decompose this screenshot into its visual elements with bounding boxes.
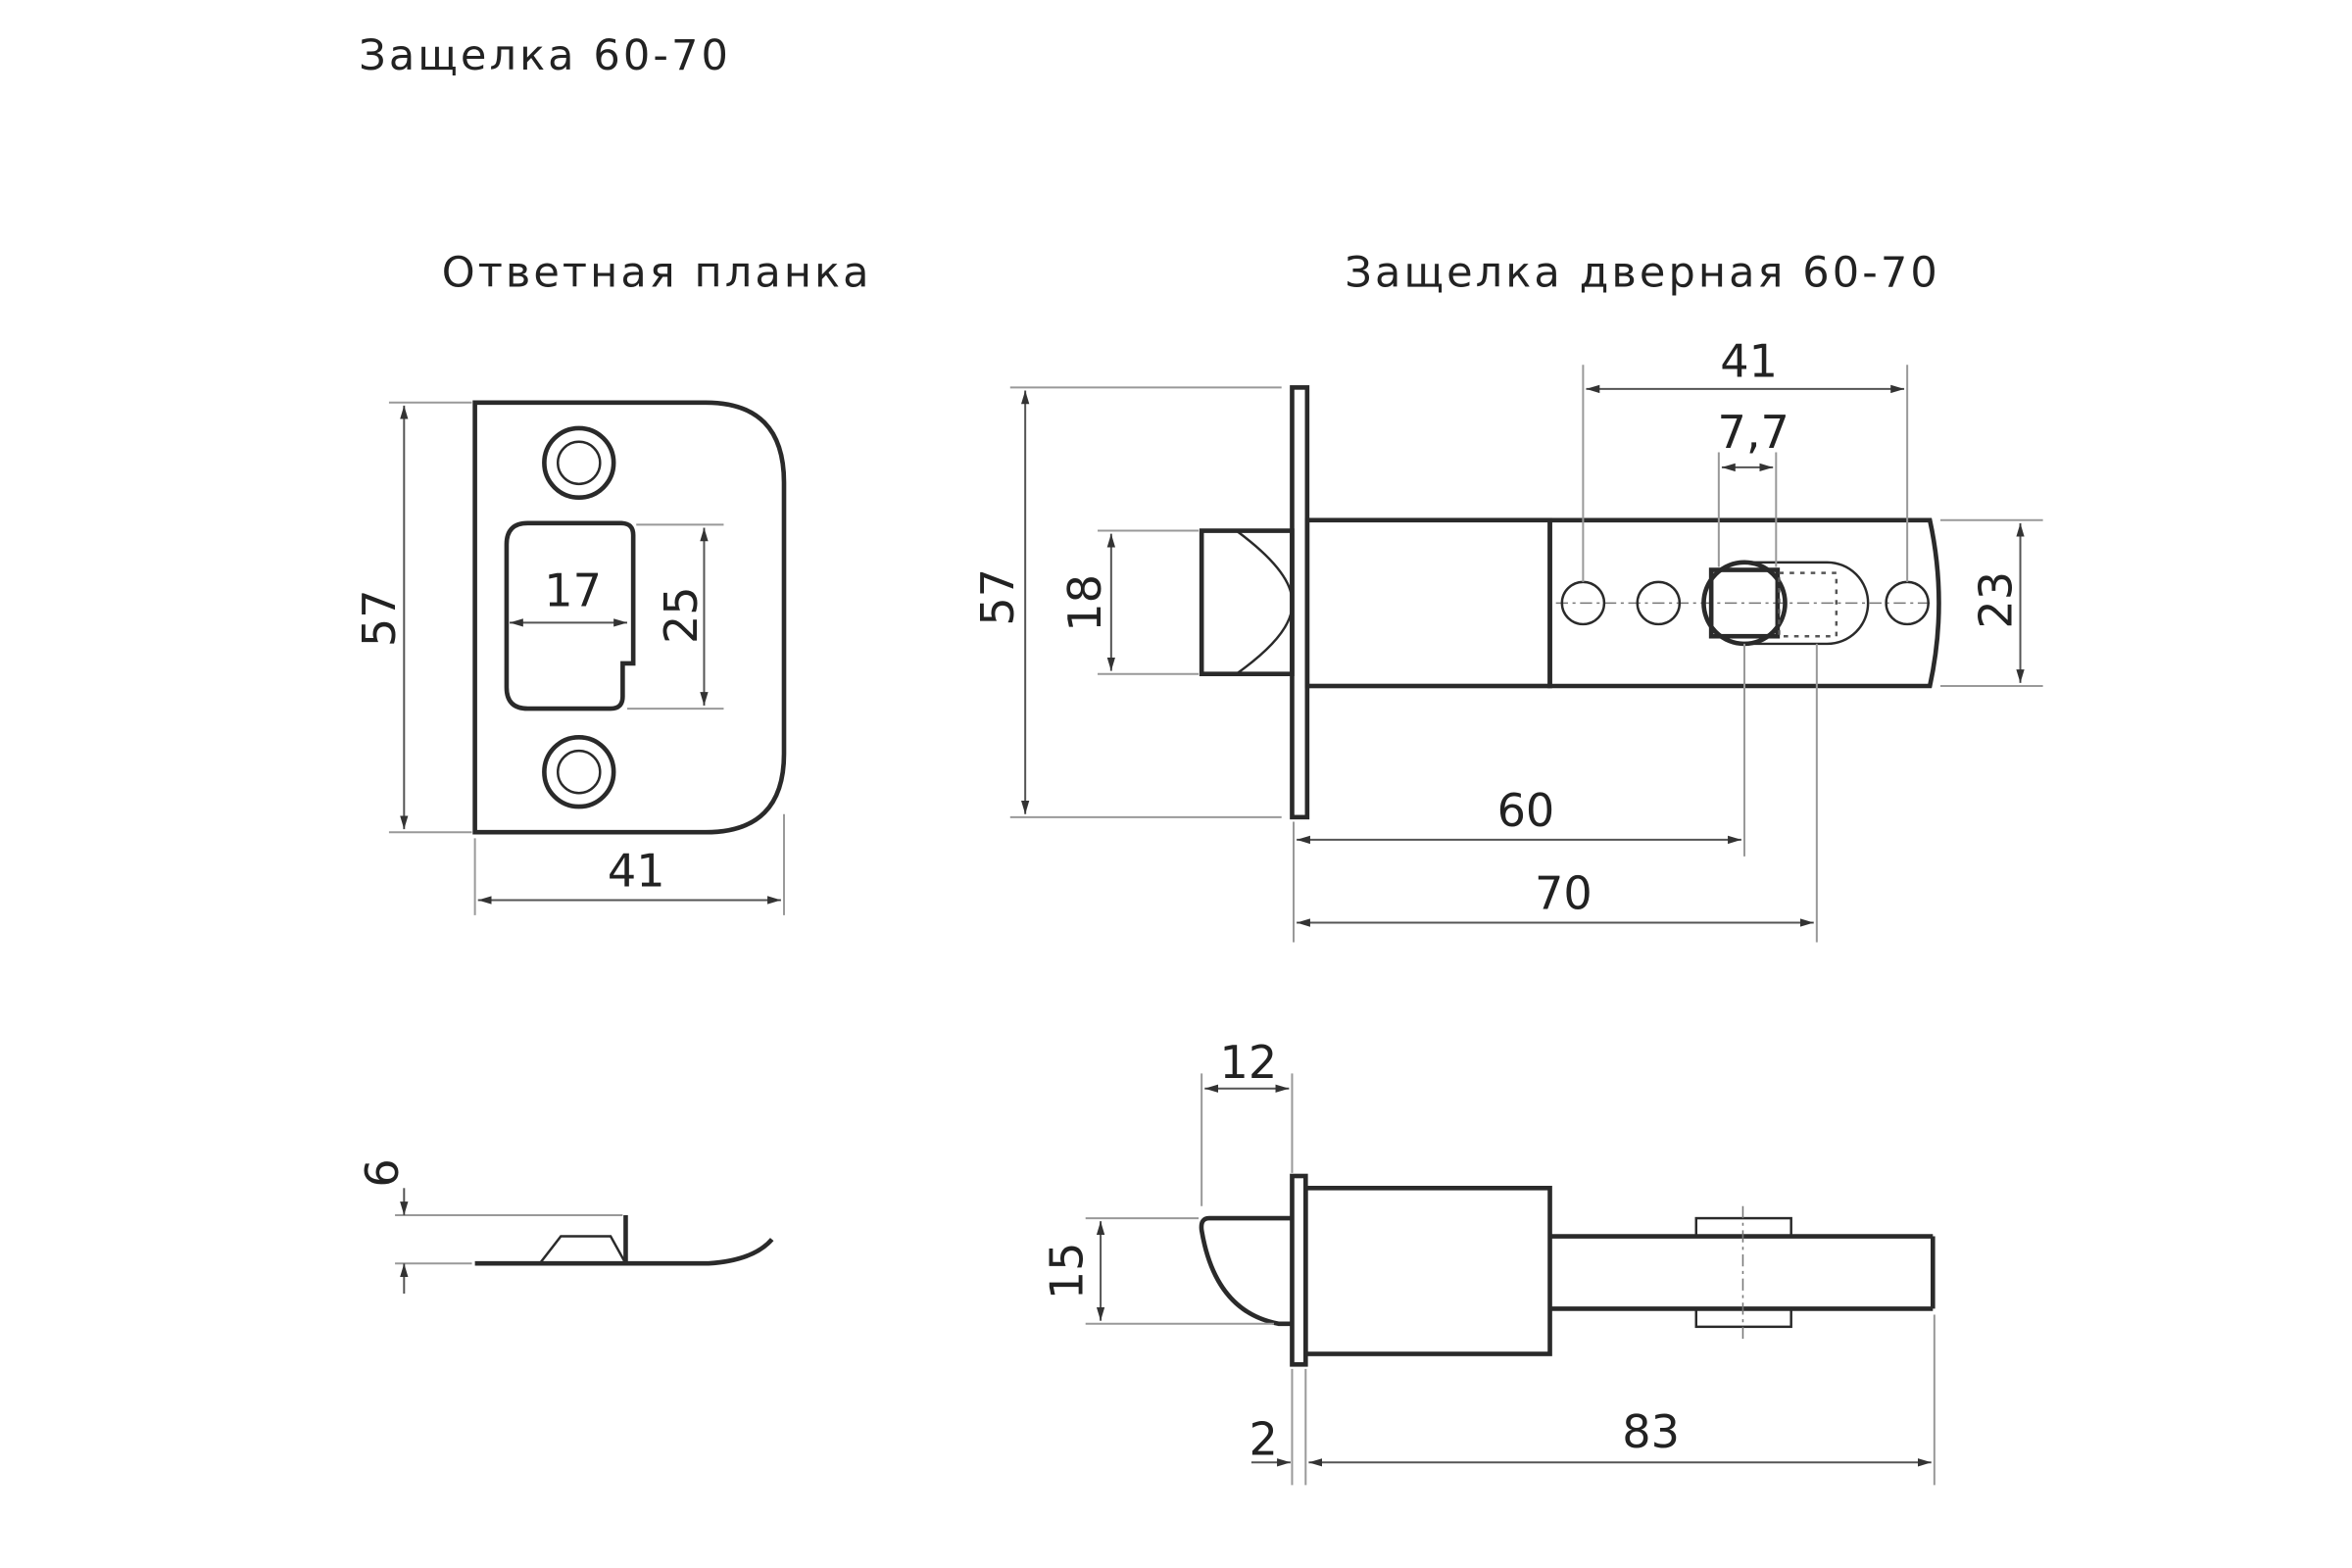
- dim-bolt-height: 15: [1041, 1243, 1094, 1300]
- dim-backset-60: 60: [1497, 784, 1555, 837]
- strike-plate-side-view: 6: [356, 1158, 774, 1294]
- drawing-title: Защелка 60-70: [359, 31, 731, 80]
- dim-length: 83: [1622, 1405, 1680, 1458]
- dim-faceplate: 2: [1250, 1413, 1278, 1466]
- strike-plate-label: Ответная планка: [442, 248, 872, 297]
- dim-bolt-projection: 12: [1219, 1036, 1277, 1089]
- latch-label: Защелка дверная 60-70: [1345, 248, 1940, 297]
- dim-strike-thickness: 6: [356, 1158, 409, 1187]
- dim-window-width: 17: [544, 564, 602, 616]
- latch-side-view: 12 15 2 83: [1041, 1036, 1936, 1486]
- dim-strike-width: 41: [608, 845, 665, 898]
- dim-spindle: 7,7: [1718, 406, 1789, 459]
- dim-window-height: 25: [655, 586, 708, 644]
- strike-plate-front-view: 57 17 25 41: [353, 400, 787, 915]
- dim-holes-span: 41: [1720, 335, 1778, 388]
- dim-latch-height: 57: [971, 568, 1024, 626]
- dim-strike-height: 57: [353, 589, 406, 647]
- dim-plate-height: 23: [1969, 571, 2022, 629]
- dim-bolt-width: 18: [1058, 574, 1111, 632]
- latch-top-view: 57 18 41 7,7 23 60 70: [971, 335, 2043, 943]
- dim-backset-70: 70: [1535, 867, 1592, 920]
